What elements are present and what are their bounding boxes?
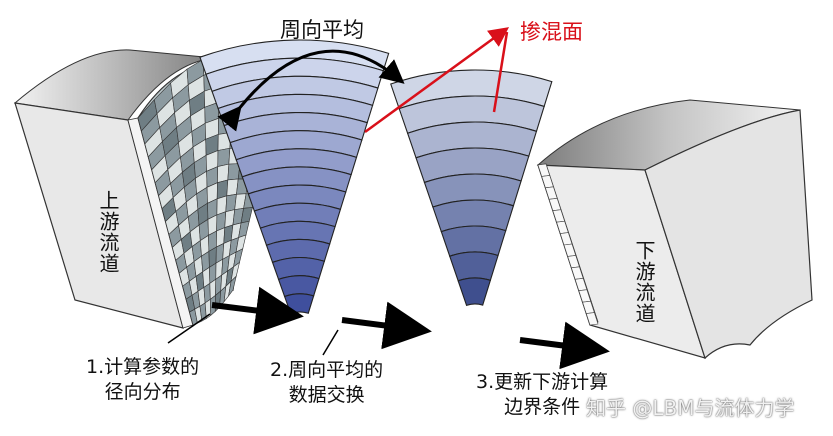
mesh-cell [217,147,231,167]
step-1-line-2: 径向分布 [104,381,181,403]
circumferential-average-arrow [217,49,405,132]
mixing-plane-label: 掺混面 [520,20,583,44]
step-1-caption: 1.计算参数的 径向分布 [86,355,199,405]
step-2-line-1: 2.周向平均的 [270,359,384,381]
step-1-line-1: 1.计算参数的 [86,356,200,378]
step-3-line-2: 边界条件 [504,396,581,418]
downstream-edge-cells [537,163,599,326]
step-2-line-2: 数据交换 [288,384,365,406]
step-3-line-1: 3.更新下游计算 [476,371,609,393]
upstream-passage-label: 上游流道 [96,190,120,274]
fan-sector-mixing-plane [390,69,553,307]
mesh-cell [228,275,237,297]
mixing-plane-arrows [364,27,510,134]
circumferential-average-label: 周向平均 [280,18,364,42]
fan-band [457,277,492,307]
watermark-text: 知乎 @LBM与流体力学 [586,396,795,420]
fan-band [449,251,499,282]
fan-band [283,293,315,315]
caption-pointers [167,313,339,356]
downstream-passage-label: 下游流道 [632,240,656,324]
step-3-caption: 3.更新下游计算 边界条件 [476,370,608,420]
downstream-block [536,99,813,360]
step-2-caption: 2.周向平均的 数据交换 [270,358,383,408]
flow-arrows [211,286,610,370]
